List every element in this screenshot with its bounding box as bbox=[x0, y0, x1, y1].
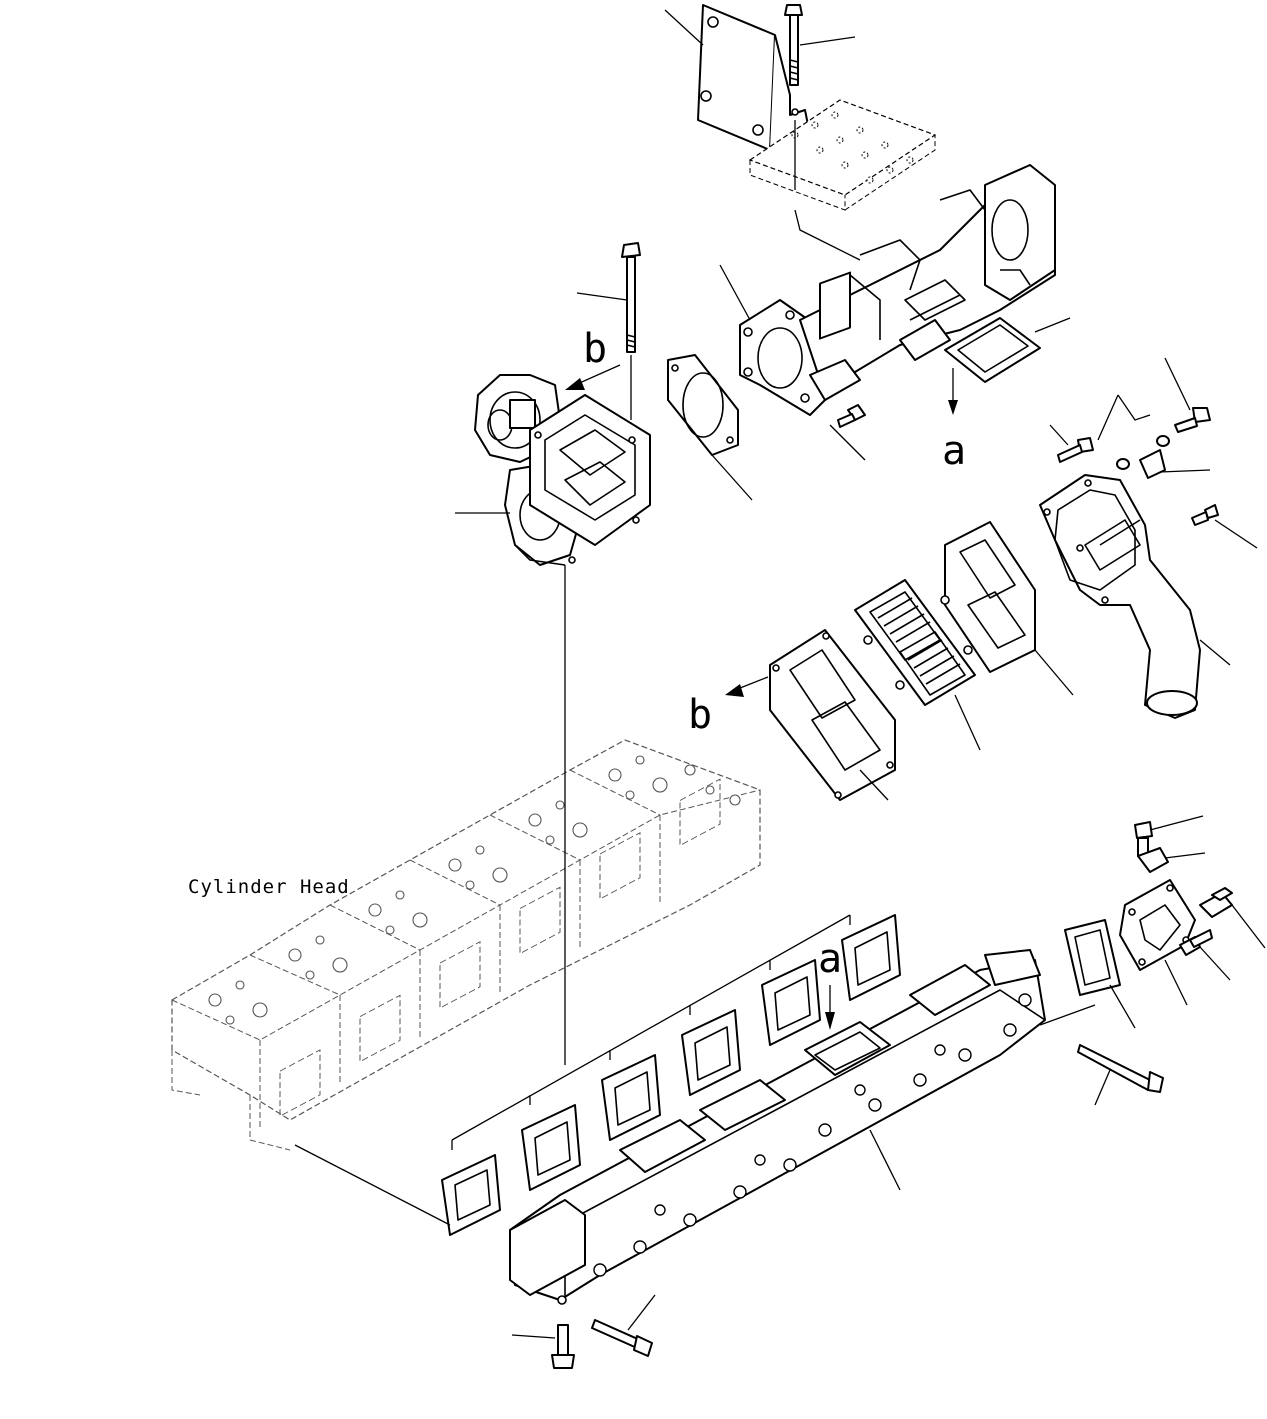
gasket-manifold-end bbox=[1064, 919, 1121, 996]
exhaust-manifold bbox=[509, 949, 1046, 1305]
ref-letter-b-top: b bbox=[583, 326, 607, 372]
gasket-flap-lower bbox=[769, 629, 896, 801]
bolt-turbo-long bbox=[621, 242, 641, 353]
mount-plate-ghost bbox=[748, 99, 937, 211]
bolt-manifold-long bbox=[1077, 1044, 1164, 1093]
gasket-turbo-flange bbox=[667, 354, 739, 456]
exhaust-connector-pipe bbox=[739, 164, 1056, 416]
sensor bbox=[1199, 887, 1233, 918]
cylinder-head-label: Cylinder Head bbox=[188, 876, 350, 898]
bolt-long-top bbox=[784, 4, 803, 86]
bolt-cover bbox=[1179, 929, 1213, 956]
flap-valve bbox=[854, 579, 976, 706]
gasket-pipe-right bbox=[944, 317, 1041, 383]
manifold-gaskets bbox=[441, 914, 901, 1236]
ref-letter-a-bottom: a bbox=[818, 936, 842, 982]
cylinder-head-ghost bbox=[171, 739, 761, 1151]
elbow-bolts bbox=[1057, 407, 1219, 526]
turbocharger bbox=[474, 374, 651, 566]
heat-shield-bracket bbox=[697, 4, 809, 151]
ref-letter-b-bottom: b bbox=[688, 692, 712, 738]
bolts-bottom bbox=[551, 1319, 653, 1369]
leader-lines bbox=[455, 9, 1266, 1339]
gasket-elbow bbox=[944, 521, 1036, 673]
clip-and-bolt bbox=[1134, 821, 1169, 873]
bolt-small-pipe bbox=[837, 404, 866, 428]
cover-plate bbox=[1119, 879, 1196, 971]
ref-letter-a-top: a bbox=[942, 428, 966, 474]
exhaust-elbow bbox=[1039, 474, 1201, 719]
